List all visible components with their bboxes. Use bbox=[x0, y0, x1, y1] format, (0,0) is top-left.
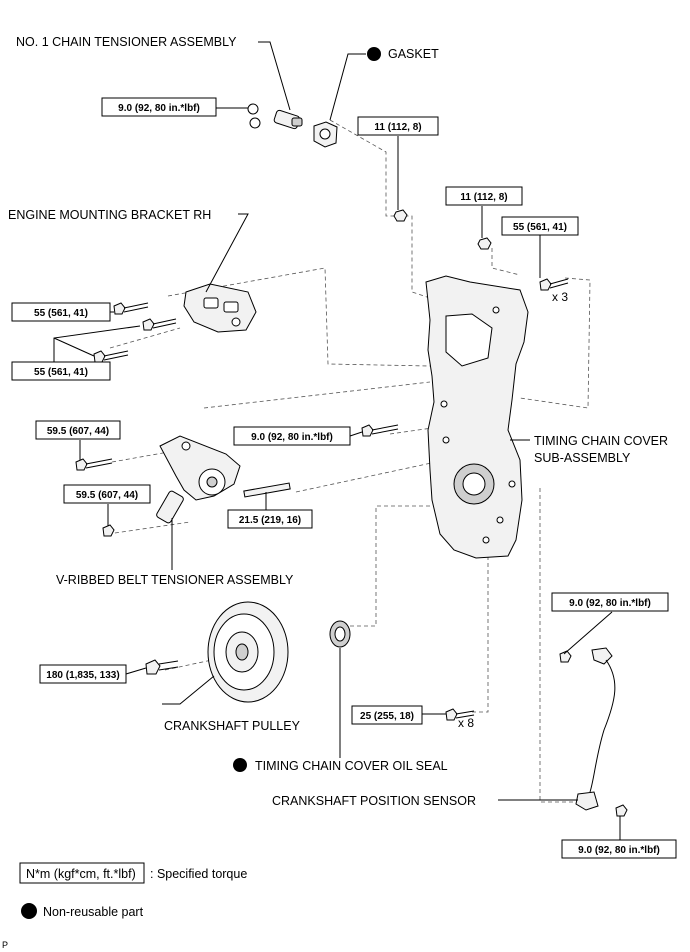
torque-box: 9.0 (92, 80 in.*lbf) bbox=[233, 426, 351, 446]
nut-part bbox=[393, 209, 492, 250]
corner-mark: P bbox=[2, 940, 8, 950]
legend: N*m (kgf*cm, ft.*lbf) : Specified torque… bbox=[19, 862, 247, 919]
quantity-label: x 8 bbox=[458, 716, 474, 730]
torque-value: 25 (255, 18) bbox=[360, 711, 414, 722]
timing-chain-cover-label-line2: SUB-ASSEMBLY bbox=[534, 451, 631, 465]
torque-box: 55 (561, 41) bbox=[11, 361, 111, 381]
engine-mounting-bracket-label: ENGINE MOUNTING BRACKET RH bbox=[8, 208, 211, 222]
torque-value: 9.0 (92, 80 in.*lbf) bbox=[251, 432, 333, 443]
crankshaft-position-sensor-part bbox=[559, 647, 628, 817]
torque-box: 55 (561, 41) bbox=[11, 302, 111, 322]
torque-value: 59.5 (607, 44) bbox=[47, 426, 109, 437]
quantity-label: x 3 bbox=[552, 290, 568, 304]
torque-box: 11 (112, 8) bbox=[357, 116, 439, 136]
non-reusable-dot bbox=[233, 758, 247, 772]
engine-mounting-bracket-part bbox=[183, 283, 257, 333]
chain-tensioner-label: NO. 1 CHAIN TENSIONER ASSEMBLY bbox=[16, 35, 237, 49]
bolt-part bbox=[539, 278, 569, 291]
torque-value: 11 (112, 8) bbox=[374, 122, 421, 133]
torque-value: 9.0 (92, 80 in.*lbf) bbox=[569, 598, 651, 609]
tensioner-bolt-part bbox=[75, 424, 399, 537]
timing-chain-cover-label: TIMING CHAIN COVER bbox=[534, 434, 668, 448]
torque-value: 11 (112, 8) bbox=[460, 192, 507, 203]
torque-value: 180 (1,835, 133) bbox=[46, 670, 119, 681]
bracket-bolt-part bbox=[93, 302, 177, 363]
torque-box: 180 (1,835, 133) bbox=[39, 664, 127, 684]
pulley-bolt-part bbox=[145, 659, 179, 675]
belt-tensioner-label: V-RIBBED BELT TENSIONER ASSEMBLY bbox=[56, 573, 294, 587]
crankshaft-pulley-part bbox=[207, 601, 289, 703]
non-reusable-dot bbox=[21, 903, 37, 919]
chain-tensioner-part bbox=[247, 103, 303, 130]
oil-seal-part bbox=[329, 620, 351, 648]
non-reusable-dot bbox=[367, 47, 381, 61]
torque-box: 59.5 (607, 44) bbox=[63, 484, 151, 504]
torque-box: 55 (561, 41) bbox=[501, 216, 579, 236]
alignment-lines bbox=[107, 119, 591, 803]
oil-seal-label: TIMING CHAIN COVER OIL SEAL bbox=[255, 759, 448, 773]
torque-value: 9.0 (92, 80 in.*lbf) bbox=[118, 103, 200, 114]
torque-value: 55 (561, 41) bbox=[34, 367, 88, 378]
torque-value: 55 (561, 41) bbox=[513, 222, 567, 233]
leader-lines bbox=[53, 41, 621, 840]
timing-chain-cover-part bbox=[425, 275, 529, 559]
torque-box: 9.0 (92, 80 in.*lbf) bbox=[101, 97, 217, 117]
torque-value: 21.5 (219, 16) bbox=[239, 515, 301, 526]
legend-unit-text: : Specified torque bbox=[150, 867, 247, 881]
v-ribbed-belt-tensioner-part bbox=[156, 435, 241, 524]
gasket-label: GASKET bbox=[388, 47, 439, 61]
torque-box: 9.0 (92, 80 in.*lbf) bbox=[561, 839, 677, 859]
legend-unit-box-text: N*m (kgf*cm, ft.*lbf) bbox=[26, 867, 136, 881]
gasket-part bbox=[313, 121, 338, 148]
legend-nonreusable-text: Non-reusable part bbox=[43, 905, 144, 919]
cover-bolt-part bbox=[445, 708, 475, 721]
crankshaft-pulley-label: CRANKSHAFT PULLEY bbox=[164, 719, 301, 733]
torque-box: 9.0 (92, 80 in.*lbf) bbox=[551, 592, 669, 612]
torque-box: 21.5 (219, 16) bbox=[227, 509, 313, 529]
torque-box: 25 (255, 18) bbox=[351, 705, 423, 725]
torque-box: 59.5 (607, 44) bbox=[35, 420, 121, 440]
crankshaft-position-sensor-label: CRANKSHAFT POSITION SENSOR bbox=[272, 794, 476, 808]
torque-value: 59.5 (607, 44) bbox=[76, 490, 138, 501]
torque-value: 9.0 (92, 80 in.*lbf) bbox=[578, 845, 660, 856]
torque-box: 11 (112, 8) bbox=[445, 186, 523, 206]
torque-value: 55 (561, 41) bbox=[34, 308, 88, 319]
